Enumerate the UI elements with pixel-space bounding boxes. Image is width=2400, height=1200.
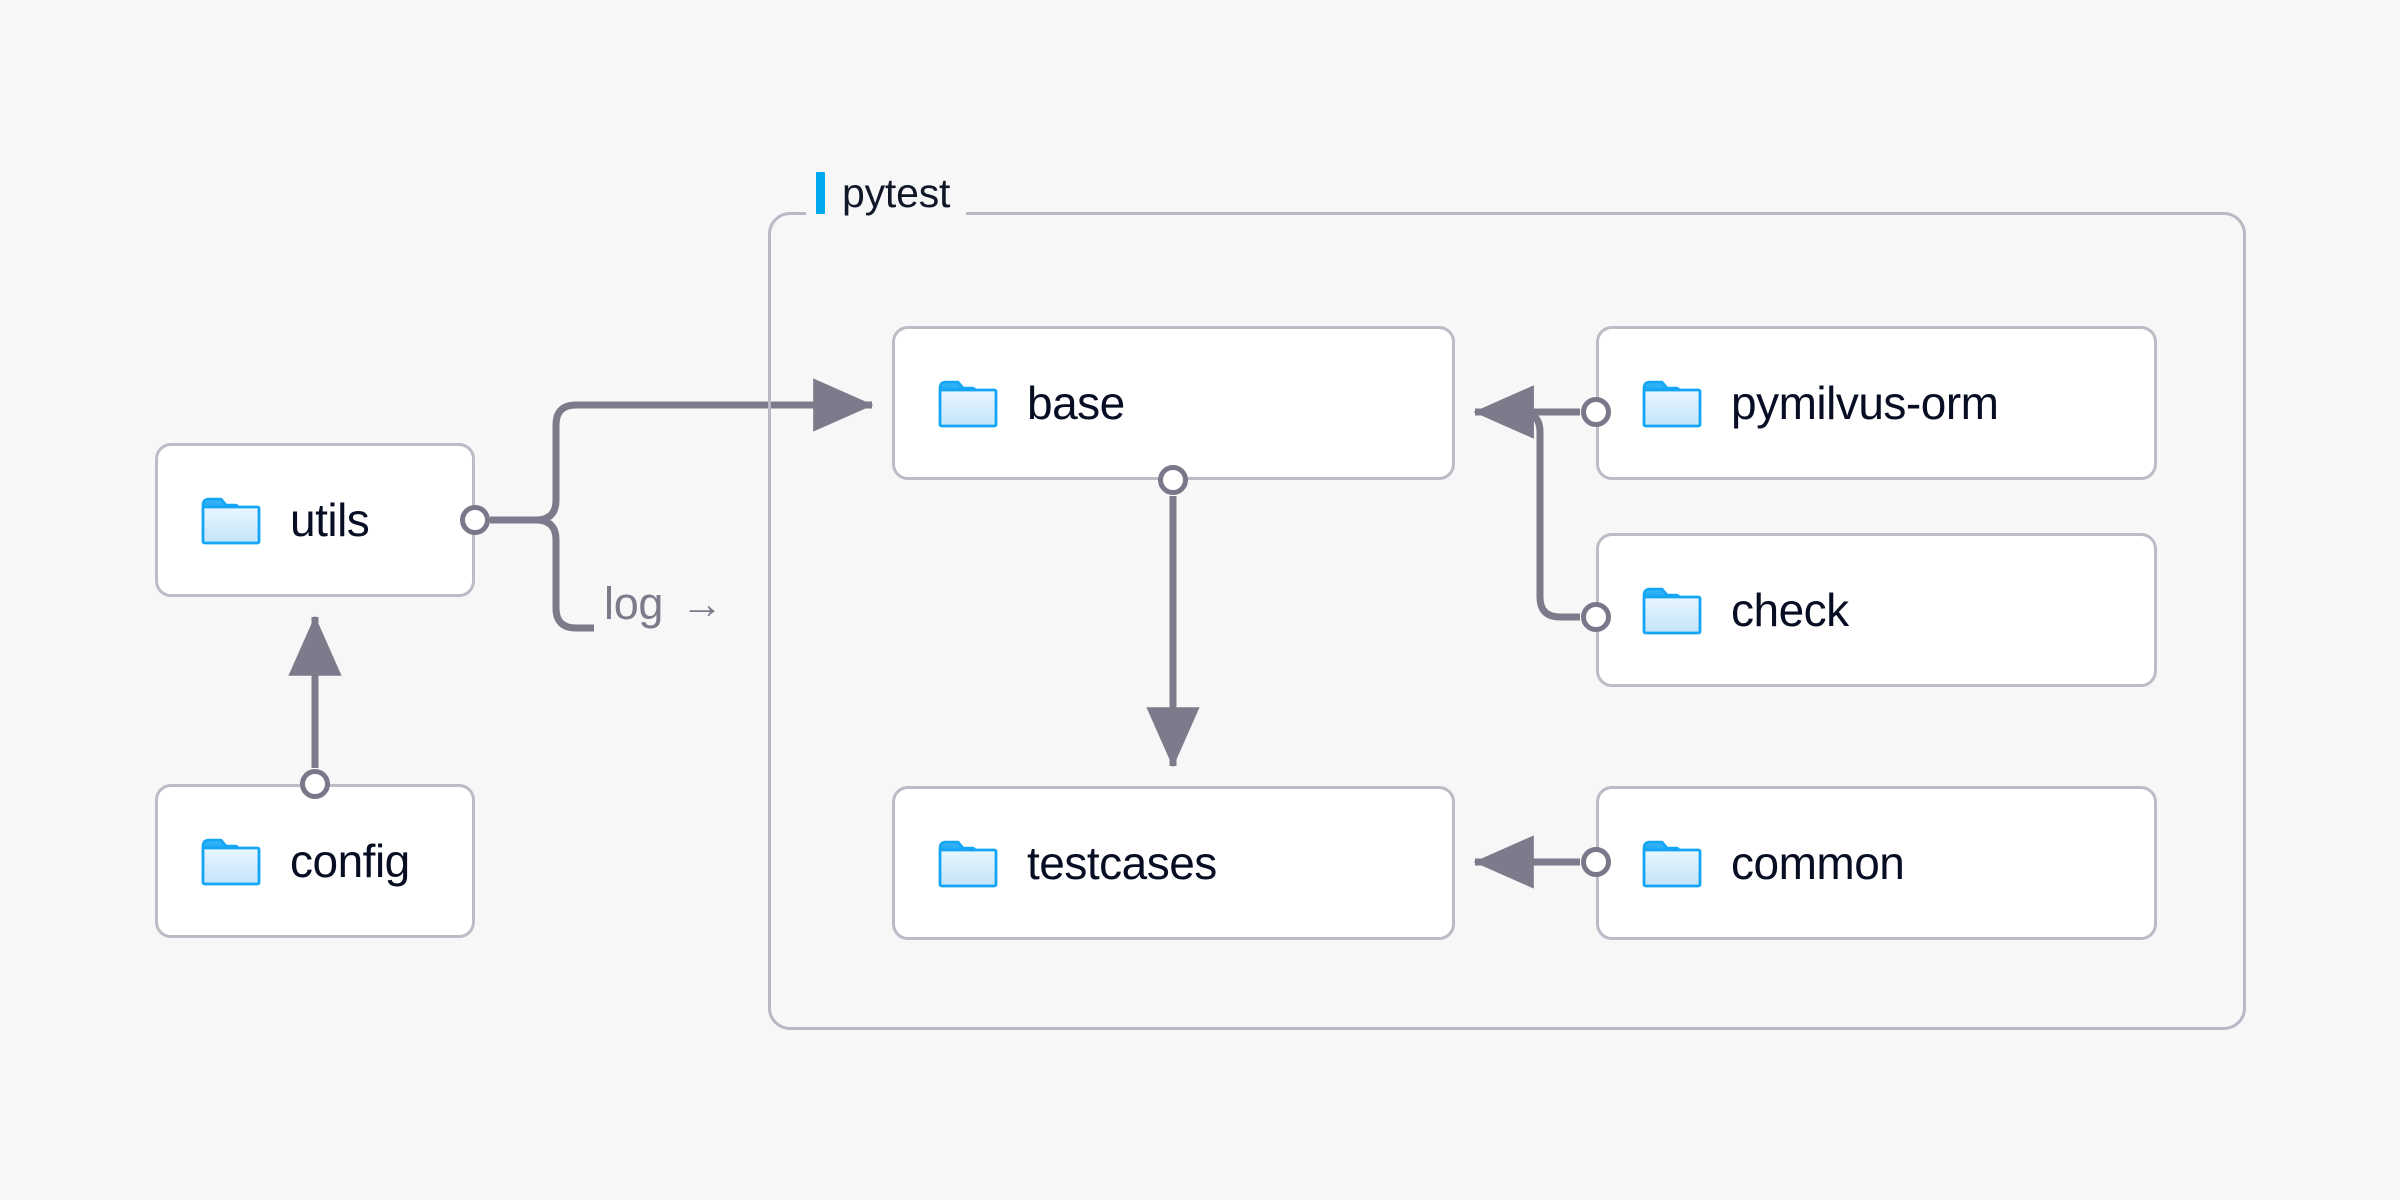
port-pymilvus-orm-left[interactable] — [1581, 397, 1611, 427]
node-label: common — [1731, 837, 1905, 889]
arrow-right-icon: → — [681, 580, 723, 627]
node-label: utils — [290, 494, 370, 546]
folder-icon — [1642, 840, 1702, 888]
group-accent-bar — [816, 172, 825, 214]
folder-icon — [1642, 380, 1702, 428]
node-common[interactable]: common — [1596, 786, 2157, 940]
port-config-top[interactable] — [300, 769, 330, 799]
folder-icon — [201, 838, 261, 886]
port-check-left[interactable] — [1581, 602, 1611, 632]
node-check[interactable]: check — [1596, 533, 2157, 687]
node-label: base — [1027, 377, 1125, 429]
edge-utils-log — [528, 516, 594, 632]
folder-icon — [938, 380, 998, 428]
node-label: check — [1731, 584, 1849, 636]
port-base-bottom[interactable] — [1158, 465, 1188, 495]
edge-label-text: log — [604, 578, 664, 629]
node-config[interactable]: config — [155, 784, 475, 938]
port-utils-right[interactable] — [460, 505, 490, 535]
node-pymilvus-orm[interactable]: pymilvus-orm — [1596, 326, 2157, 480]
node-label: testcases — [1027, 837, 1217, 889]
node-base[interactable]: base — [892, 326, 1455, 480]
node-label: config — [290, 835, 410, 887]
node-label: pymilvus-orm — [1731, 377, 1999, 429]
pytest-group-label: pytest — [806, 169, 967, 216]
folder-icon — [1642, 587, 1702, 635]
folder-icon — [938, 840, 998, 888]
folder-icon — [201, 497, 261, 545]
group-label-text: pytest — [842, 169, 951, 216]
node-utils[interactable]: utils — [155, 443, 475, 597]
port-common-left[interactable] — [1581, 847, 1611, 877]
edge-label-log: log → — [604, 578, 723, 630]
node-testcases[interactable]: testcases — [892, 786, 1455, 940]
pytest-group-container[interactable] — [768, 212, 2246, 1030]
